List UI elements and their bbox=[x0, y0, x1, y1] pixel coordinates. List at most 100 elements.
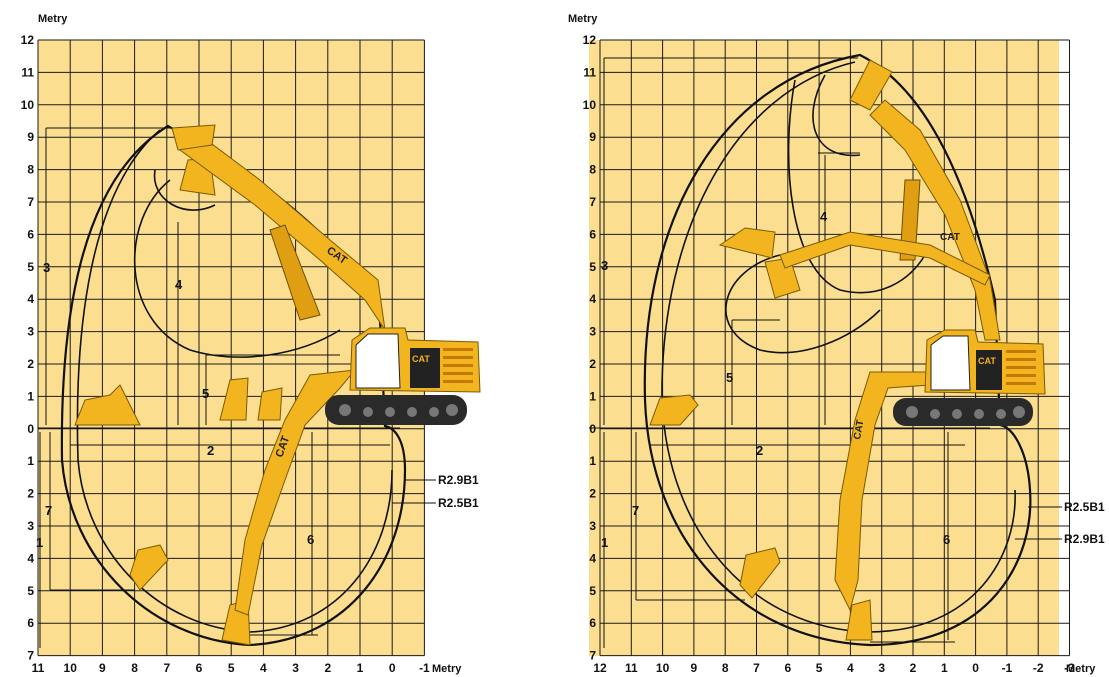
x-tick-label: 2 bbox=[910, 661, 917, 675]
svg-text:7: 7 bbox=[45, 503, 52, 518]
y-tick-label: 0 bbox=[589, 422, 596, 436]
x-tick-label: -1 bbox=[1002, 661, 1013, 675]
reach-envelope-outer bbox=[643, 53, 1032, 647]
unit-label-bottom: Metry bbox=[432, 663, 462, 675]
svg-text:3: 3 bbox=[601, 258, 608, 273]
y-tick-label: 1 bbox=[589, 389, 596, 403]
x-tick-label: 7 bbox=[163, 661, 170, 675]
y-tick-label: 8 bbox=[27, 163, 34, 177]
svg-text:CAT: CAT bbox=[940, 232, 960, 243]
y-tick-label: 5 bbox=[27, 260, 34, 274]
y-tick-label: 6 bbox=[589, 616, 596, 630]
x-tick-label: 10 bbox=[64, 661, 78, 675]
excavator-body: CAT bbox=[893, 329, 1046, 426]
x-tick-label: 4 bbox=[847, 661, 854, 675]
x-tick-label: -2 bbox=[1033, 661, 1044, 675]
x-tick-label: 8 bbox=[131, 661, 138, 675]
svg-text:7: 7 bbox=[632, 503, 639, 518]
y-tick-label: 10 bbox=[583, 98, 597, 112]
x-tick-label: 12 bbox=[593, 661, 607, 675]
y-tick-label: 8 bbox=[589, 163, 596, 177]
x-tick-label: 11 bbox=[32, 661, 45, 675]
svg-text:1: 1 bbox=[36, 535, 43, 550]
y-tick-label: 12 bbox=[583, 33, 597, 47]
svg-text:6: 6 bbox=[943, 532, 950, 547]
excavator-arm-lower: CAT bbox=[234, 369, 357, 616]
dimension-labels: 3 1 2 4 5 6 7 bbox=[36, 260, 314, 550]
y-tick-label: 10 bbox=[21, 98, 35, 112]
reach-envelope-inner bbox=[76, 129, 393, 633]
y-tick-label: 9 bbox=[589, 130, 596, 144]
unit-label-top: Metry bbox=[568, 13, 598, 25]
y-tick-label: 7 bbox=[589, 649, 596, 663]
y-tick-label: 2 bbox=[589, 487, 596, 501]
x-tick-label: -1 bbox=[419, 661, 430, 675]
x-tick-label: 0 bbox=[972, 661, 979, 675]
x-tick-label: 11 bbox=[625, 661, 638, 675]
excavator-body: CAT bbox=[325, 327, 481, 425]
x-tick-label: 3 bbox=[292, 661, 299, 675]
svg-text:3: 3 bbox=[43, 260, 50, 275]
arm-label-r25b1: R2.5B1 bbox=[1064, 500, 1105, 514]
svg-text:5: 5 bbox=[726, 370, 733, 385]
y-tick-label: 11 bbox=[583, 65, 596, 79]
svg-text:CAT: CAT bbox=[412, 354, 430, 364]
y-tick-label: 6 bbox=[27, 227, 34, 241]
x-tick-label: 2 bbox=[324, 661, 331, 675]
x-tick-label: 6 bbox=[784, 661, 791, 675]
y-tick-label: 7 bbox=[589, 195, 596, 209]
svg-text:5: 5 bbox=[202, 386, 209, 401]
bucket-arc-small bbox=[153, 169, 216, 211]
bucket-positions bbox=[649, 59, 893, 641]
excavator-arm-upper: CAT bbox=[779, 99, 1001, 341]
y-tick-label: 1 bbox=[589, 454, 596, 468]
x-tick-label: 6 bbox=[196, 661, 203, 675]
bucket-arc bbox=[133, 179, 341, 358]
arm-label-r29b1: R2.9B1 bbox=[1064, 532, 1105, 546]
y-tick-label: 2 bbox=[27, 487, 34, 501]
x-tick-label: 1 bbox=[941, 661, 948, 675]
bucket-arc bbox=[725, 254, 881, 354]
y-tick-label: 3 bbox=[27, 519, 34, 533]
y-tick-label: 4 bbox=[589, 292, 596, 306]
svg-text:4: 4 bbox=[820, 209, 828, 224]
y-tick-label: 3 bbox=[589, 325, 596, 339]
svg-text:2: 2 bbox=[756, 443, 763, 458]
arm-label-r29b1: R2.9B1 bbox=[438, 473, 479, 487]
dimension-lines bbox=[589, 57, 990, 648]
svg-text:CAT: CAT bbox=[978, 356, 996, 366]
excavator-arm-lower: CAT bbox=[834, 371, 931, 612]
svg-text:CAT: CAT bbox=[852, 419, 866, 440]
reach-envelope-inner bbox=[661, 61, 1016, 633]
x-tick-label: 1 bbox=[357, 661, 364, 675]
x-tick-label: -3 bbox=[1064, 661, 1075, 675]
y-tick-label: 5 bbox=[27, 584, 34, 598]
y-tick-label: 7 bbox=[27, 649, 34, 663]
bucket-arc-mid bbox=[787, 79, 926, 294]
x-tick-label: 4 bbox=[260, 661, 267, 675]
bucket-positions bbox=[74, 157, 283, 646]
dimension-labels: 3 1 2 4 5 6 7 bbox=[601, 209, 950, 550]
y-tick-label: 12 bbox=[21, 33, 35, 47]
y-tick-label: 5 bbox=[589, 260, 596, 274]
y-tick-label: 1 bbox=[27, 389, 34, 403]
excavator-arm-upper: CAT bbox=[171, 124, 386, 331]
x-tick-label: 9 bbox=[99, 661, 106, 675]
y-tick-label: 2 bbox=[589, 357, 596, 371]
y-tick-label: 6 bbox=[589, 227, 596, 241]
x-tick-label: 9 bbox=[691, 661, 698, 675]
x-tick-label: 7 bbox=[753, 661, 760, 675]
bucket-arc-small bbox=[812, 74, 861, 157]
y-tick-label: 4 bbox=[27, 551, 34, 565]
y-tick-label: 9 bbox=[27, 130, 34, 144]
y-tick-label: 2 bbox=[27, 357, 34, 371]
x-tick-label: 10 bbox=[656, 661, 670, 675]
unit-label-bottom: Metry bbox=[1066, 663, 1096, 675]
svg-text:6: 6 bbox=[307, 532, 314, 547]
